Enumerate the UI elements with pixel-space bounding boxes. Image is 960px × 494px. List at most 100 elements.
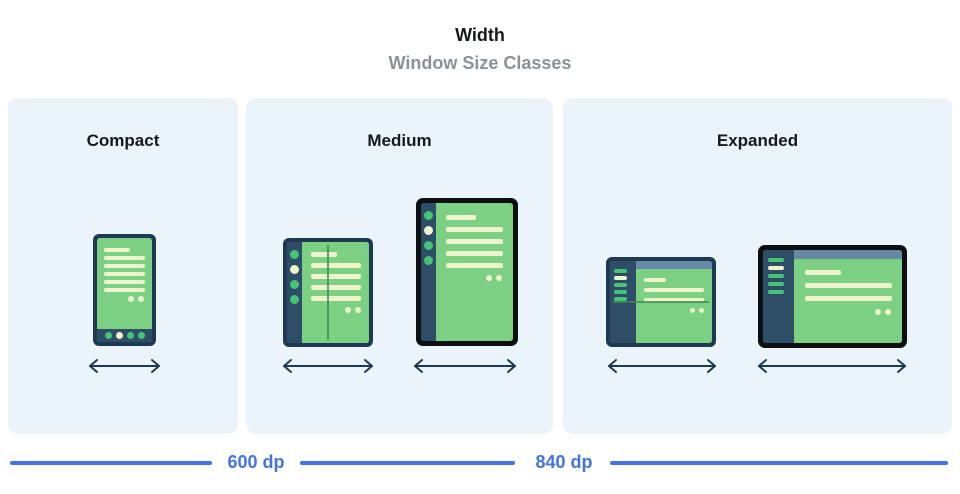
fold-crease xyxy=(613,301,709,303)
dot-icon xyxy=(699,308,704,313)
tablet-landscape-illustration xyxy=(758,245,907,348)
main-pane xyxy=(794,250,902,343)
diagram-subtitle: Window Size Classes xyxy=(388,53,572,73)
tablet-screen xyxy=(436,203,513,341)
rail-dot-icon xyxy=(290,280,299,289)
width-arrow-icon xyxy=(414,359,516,373)
phone-screen xyxy=(97,238,152,329)
nav-dot-icon xyxy=(126,332,134,339)
app-top-bar xyxy=(636,261,712,269)
foldable-portrait-illustration xyxy=(283,238,373,347)
width-arrow-icon xyxy=(608,359,716,373)
panel-expanded-label: Expanded xyxy=(716,131,799,150)
dot-icon xyxy=(885,309,891,315)
rail-dot-icon xyxy=(424,226,433,235)
phone-nav-bar xyxy=(97,329,152,342)
menu-bar-icon xyxy=(614,290,627,294)
dot-icon xyxy=(138,296,144,302)
skeleton-line xyxy=(644,298,704,302)
main-pane-content xyxy=(794,259,902,343)
tablet-body xyxy=(421,203,513,341)
app-top-bar xyxy=(794,250,902,259)
skeleton-line xyxy=(446,239,503,244)
skeleton-line xyxy=(446,227,503,232)
main-pane-content xyxy=(636,269,712,343)
nav-dot-icon xyxy=(115,332,123,339)
action-dots xyxy=(311,307,361,313)
fold-crease xyxy=(327,245,329,340)
rail-dot-icon xyxy=(424,256,433,265)
skeleton-line xyxy=(311,296,361,301)
dot-icon xyxy=(690,308,695,313)
skeleton-line xyxy=(104,280,145,284)
phone-screen-content xyxy=(97,238,152,302)
rail-dot-icon xyxy=(424,241,433,250)
action-dots xyxy=(805,309,892,315)
breakpoint-840dp-label: 840 dp xyxy=(535,452,593,472)
foldable-landscape-illustration xyxy=(606,257,716,347)
action-dots xyxy=(446,275,503,281)
dot-icon xyxy=(128,296,134,302)
main-pane xyxy=(636,261,712,343)
width-arrow-icon xyxy=(283,359,373,373)
breakpoint-600dp-label: 600 dp xyxy=(227,452,285,472)
rail-dot-icon xyxy=(290,250,299,259)
skeleton-line xyxy=(446,251,503,256)
skeleton-line xyxy=(446,215,476,220)
panel-expanded: Expanded xyxy=(563,98,952,434)
sidebar-rail xyxy=(421,203,436,341)
menu-bar-icon xyxy=(768,258,784,262)
skeleton-line xyxy=(311,274,361,279)
menu-bar-icon xyxy=(768,282,784,286)
rail-dot-icon xyxy=(290,265,299,274)
skeleton-line xyxy=(104,264,145,268)
panel-medium: Medium xyxy=(246,98,553,434)
rail-dot-icon xyxy=(424,211,433,220)
skeleton-line xyxy=(104,256,145,260)
dot-icon xyxy=(496,275,502,281)
ruler-line-segment xyxy=(10,461,212,465)
dot-icon xyxy=(875,309,881,315)
ruler-line-segment xyxy=(300,461,515,465)
menu-bar-icon xyxy=(768,266,784,270)
action-dots xyxy=(644,308,704,313)
menu-bar-icon xyxy=(614,276,627,280)
tablet-screen-content xyxy=(436,203,513,281)
dot-icon xyxy=(486,275,492,281)
phone-portrait-illustration xyxy=(93,234,156,346)
width-arrow-icon xyxy=(758,359,906,373)
menu-bar-icon xyxy=(768,274,784,278)
skeleton-line xyxy=(104,272,145,276)
dot-icon xyxy=(355,307,361,313)
skeleton-line xyxy=(104,248,130,252)
skeleton-line xyxy=(104,288,145,292)
panel-compact-label: Compact xyxy=(86,131,160,150)
tablet-portrait-illustration xyxy=(416,198,518,346)
sidebar-menu xyxy=(763,250,794,343)
foldable-landscape-body xyxy=(610,261,712,343)
skeleton-line xyxy=(311,252,337,257)
skeleton-line xyxy=(805,283,892,288)
menu-bar-icon xyxy=(768,290,784,294)
foldable-body xyxy=(287,242,369,343)
skeleton-line xyxy=(644,288,704,292)
rail-dot-icon xyxy=(290,295,299,304)
skeleton-line xyxy=(805,270,841,275)
action-dots xyxy=(104,296,145,302)
skeleton-line xyxy=(311,263,361,268)
sidebar-rail xyxy=(287,242,302,343)
skeleton-line xyxy=(644,278,666,282)
width-arrow-icon xyxy=(89,359,160,373)
phone-body xyxy=(97,238,152,342)
panel-compact: Compact xyxy=(8,98,238,434)
dot-icon xyxy=(345,307,351,313)
menu-bar-icon xyxy=(614,283,627,287)
tablet-landscape-body xyxy=(763,250,902,343)
menu-bar-icon xyxy=(614,269,627,273)
foldable-screen-content xyxy=(302,242,369,313)
foldable-screen xyxy=(302,242,369,343)
skeleton-line xyxy=(311,285,361,290)
nav-dot-icon xyxy=(104,332,112,339)
menu-bar-icon xyxy=(614,297,627,301)
